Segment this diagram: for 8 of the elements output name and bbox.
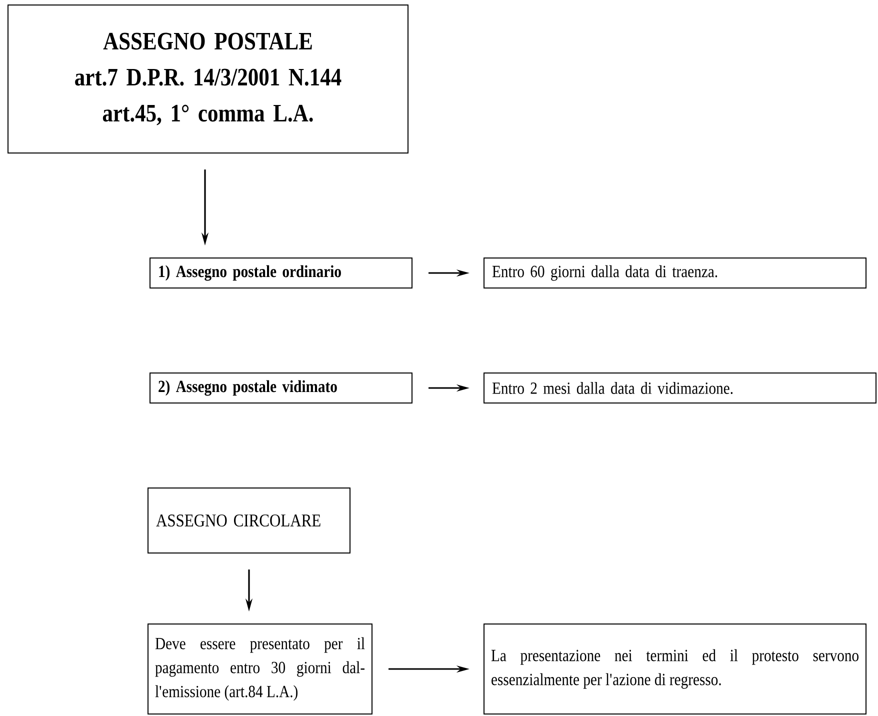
text-box: Entro 60 giorni dalla data di traenza. bbox=[484, 258, 866, 288]
text-box: Entro 2 mesi dalla data di vidimazione. bbox=[484, 372, 876, 404]
text-box: 1) Assegno postale ordinario bbox=[150, 258, 412, 288]
title-box: ASSEGNO POSTALE art.7 D.P.R. 14/3/2001 N.144 art.45, 1° comma L.A. bbox=[8, 4, 408, 154]
text-box: La presentazione nei termini ed il protesto servono essenzialmente per l'azione di regresso. bbox=[484, 624, 866, 714]
text-box: 2) Assegno postale vidimato bbox=[150, 372, 412, 404]
text-box: Deve essere presentato per il pagamento entro 30 giorni dal- l'emissione (art.84 L.A.) bbox=[148, 624, 372, 714]
text-box: ASSEGNO CIRCOLARE bbox=[148, 488, 350, 554]
